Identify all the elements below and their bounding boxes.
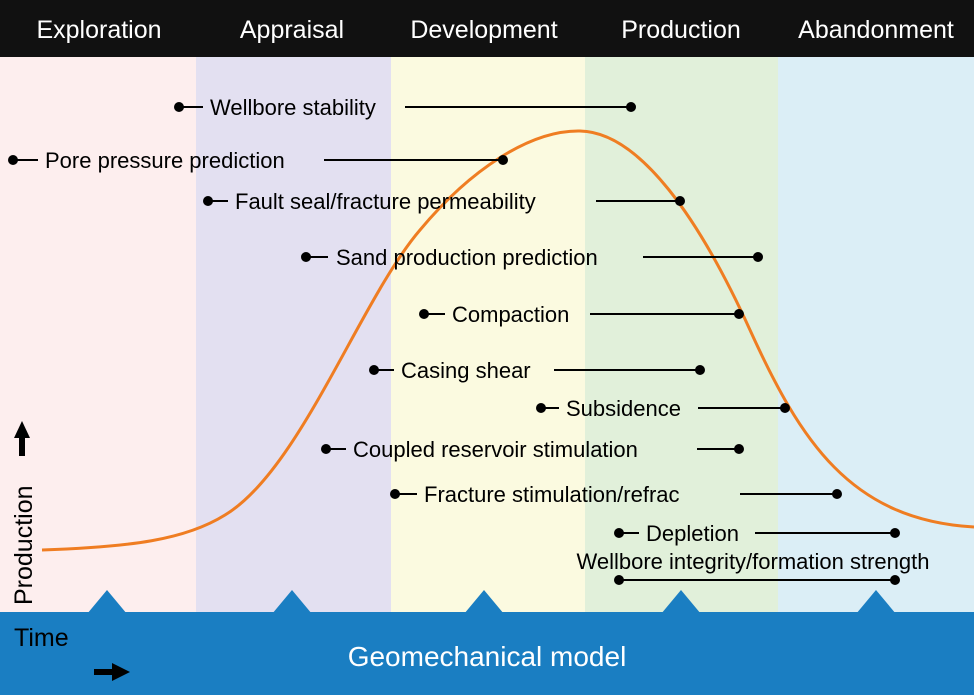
timeline-start-dot bbox=[614, 575, 624, 585]
right-arrow-icon bbox=[94, 663, 130, 681]
timeline-start-dot bbox=[301, 252, 311, 262]
application-label-fracture-stimulation: Fracture stimulation/refrac bbox=[424, 482, 680, 507]
timeline-end-dot bbox=[695, 365, 705, 375]
phase-marker-triangle bbox=[464, 590, 504, 614]
application-timelines: Wellbore stability Pore pressure predict… bbox=[8, 95, 929, 585]
timeline-end-dot bbox=[780, 403, 790, 413]
y-axis: Production bbox=[10, 421, 38, 605]
production-curve bbox=[41, 129, 974, 552]
phase-label-exploration: Exploration bbox=[36, 16, 161, 44]
model-band: Time Geomechanical model bbox=[0, 590, 974, 695]
timeline-end-dot bbox=[498, 155, 508, 165]
application-label-compaction: Compaction bbox=[452, 302, 569, 327]
timeline-start-dot bbox=[8, 155, 18, 165]
application-label-casing-shear: Casing shear bbox=[401, 358, 531, 383]
timeline-start-dot bbox=[203, 196, 213, 206]
timeline-start-dot bbox=[419, 309, 429, 319]
application-label-wellbore-integrity: Wellbore integrity/formation strength bbox=[577, 549, 930, 574]
timeline-end-dot bbox=[753, 252, 763, 262]
application-label-pore-pressure: Pore pressure prediction bbox=[45, 148, 285, 173]
geomechanical-model-band bbox=[0, 612, 974, 695]
timeline-end-dot bbox=[675, 196, 685, 206]
application-label-wellbore-stability: Wellbore stability bbox=[210, 95, 376, 120]
timeline-end-dot bbox=[832, 489, 842, 499]
phase-marker-triangle bbox=[661, 590, 701, 614]
phase-marker-triangle bbox=[856, 590, 896, 614]
timeline-start-dot bbox=[321, 444, 331, 454]
timeline-start-dot bbox=[174, 102, 184, 112]
phase-header-bar bbox=[0, 0, 974, 57]
phase-marker-triangle bbox=[87, 590, 127, 614]
phase-column-exploration bbox=[0, 57, 196, 612]
application-label-depletion: Depletion bbox=[646, 521, 739, 546]
timeline-end-dot bbox=[890, 528, 900, 538]
timeline-start-dot bbox=[390, 489, 400, 499]
phase-column-production bbox=[585, 57, 778, 612]
phase-column-abandonment bbox=[778, 57, 974, 612]
application-label-subsidence: Subsidence bbox=[566, 396, 681, 421]
timeline-end-dot bbox=[734, 309, 744, 319]
application-label-coupled-reservoir: Coupled reservoir stimulation bbox=[353, 437, 638, 462]
phase-marker-triangle bbox=[272, 590, 312, 614]
phase-label-development: Development bbox=[410, 16, 557, 44]
phase-label-abandonment: Abandonment bbox=[798, 16, 954, 44]
phase-column-development bbox=[391, 57, 585, 612]
phase-label-production: Production bbox=[621, 16, 741, 44]
timeline-end-dot bbox=[890, 575, 900, 585]
timeline-end-dot bbox=[626, 102, 636, 112]
model-label: Geomechanical model bbox=[348, 641, 627, 672]
timeline-end-dot bbox=[734, 444, 744, 454]
timeline-start-dot bbox=[614, 528, 624, 538]
timeline-start-dot bbox=[536, 403, 546, 413]
timeline-start-dot bbox=[369, 365, 379, 375]
x-axis-label: Time bbox=[14, 624, 69, 652]
application-label-fault-seal: Fault seal/fracture permeability bbox=[235, 189, 536, 214]
application-label-sand-production: Sand production prediction bbox=[336, 245, 598, 270]
y-axis-label: Production bbox=[10, 485, 38, 605]
phase-label-appraisal: Appraisal bbox=[240, 16, 344, 44]
up-arrow-icon bbox=[14, 421, 30, 456]
phase-column-appraisal bbox=[196, 57, 391, 612]
